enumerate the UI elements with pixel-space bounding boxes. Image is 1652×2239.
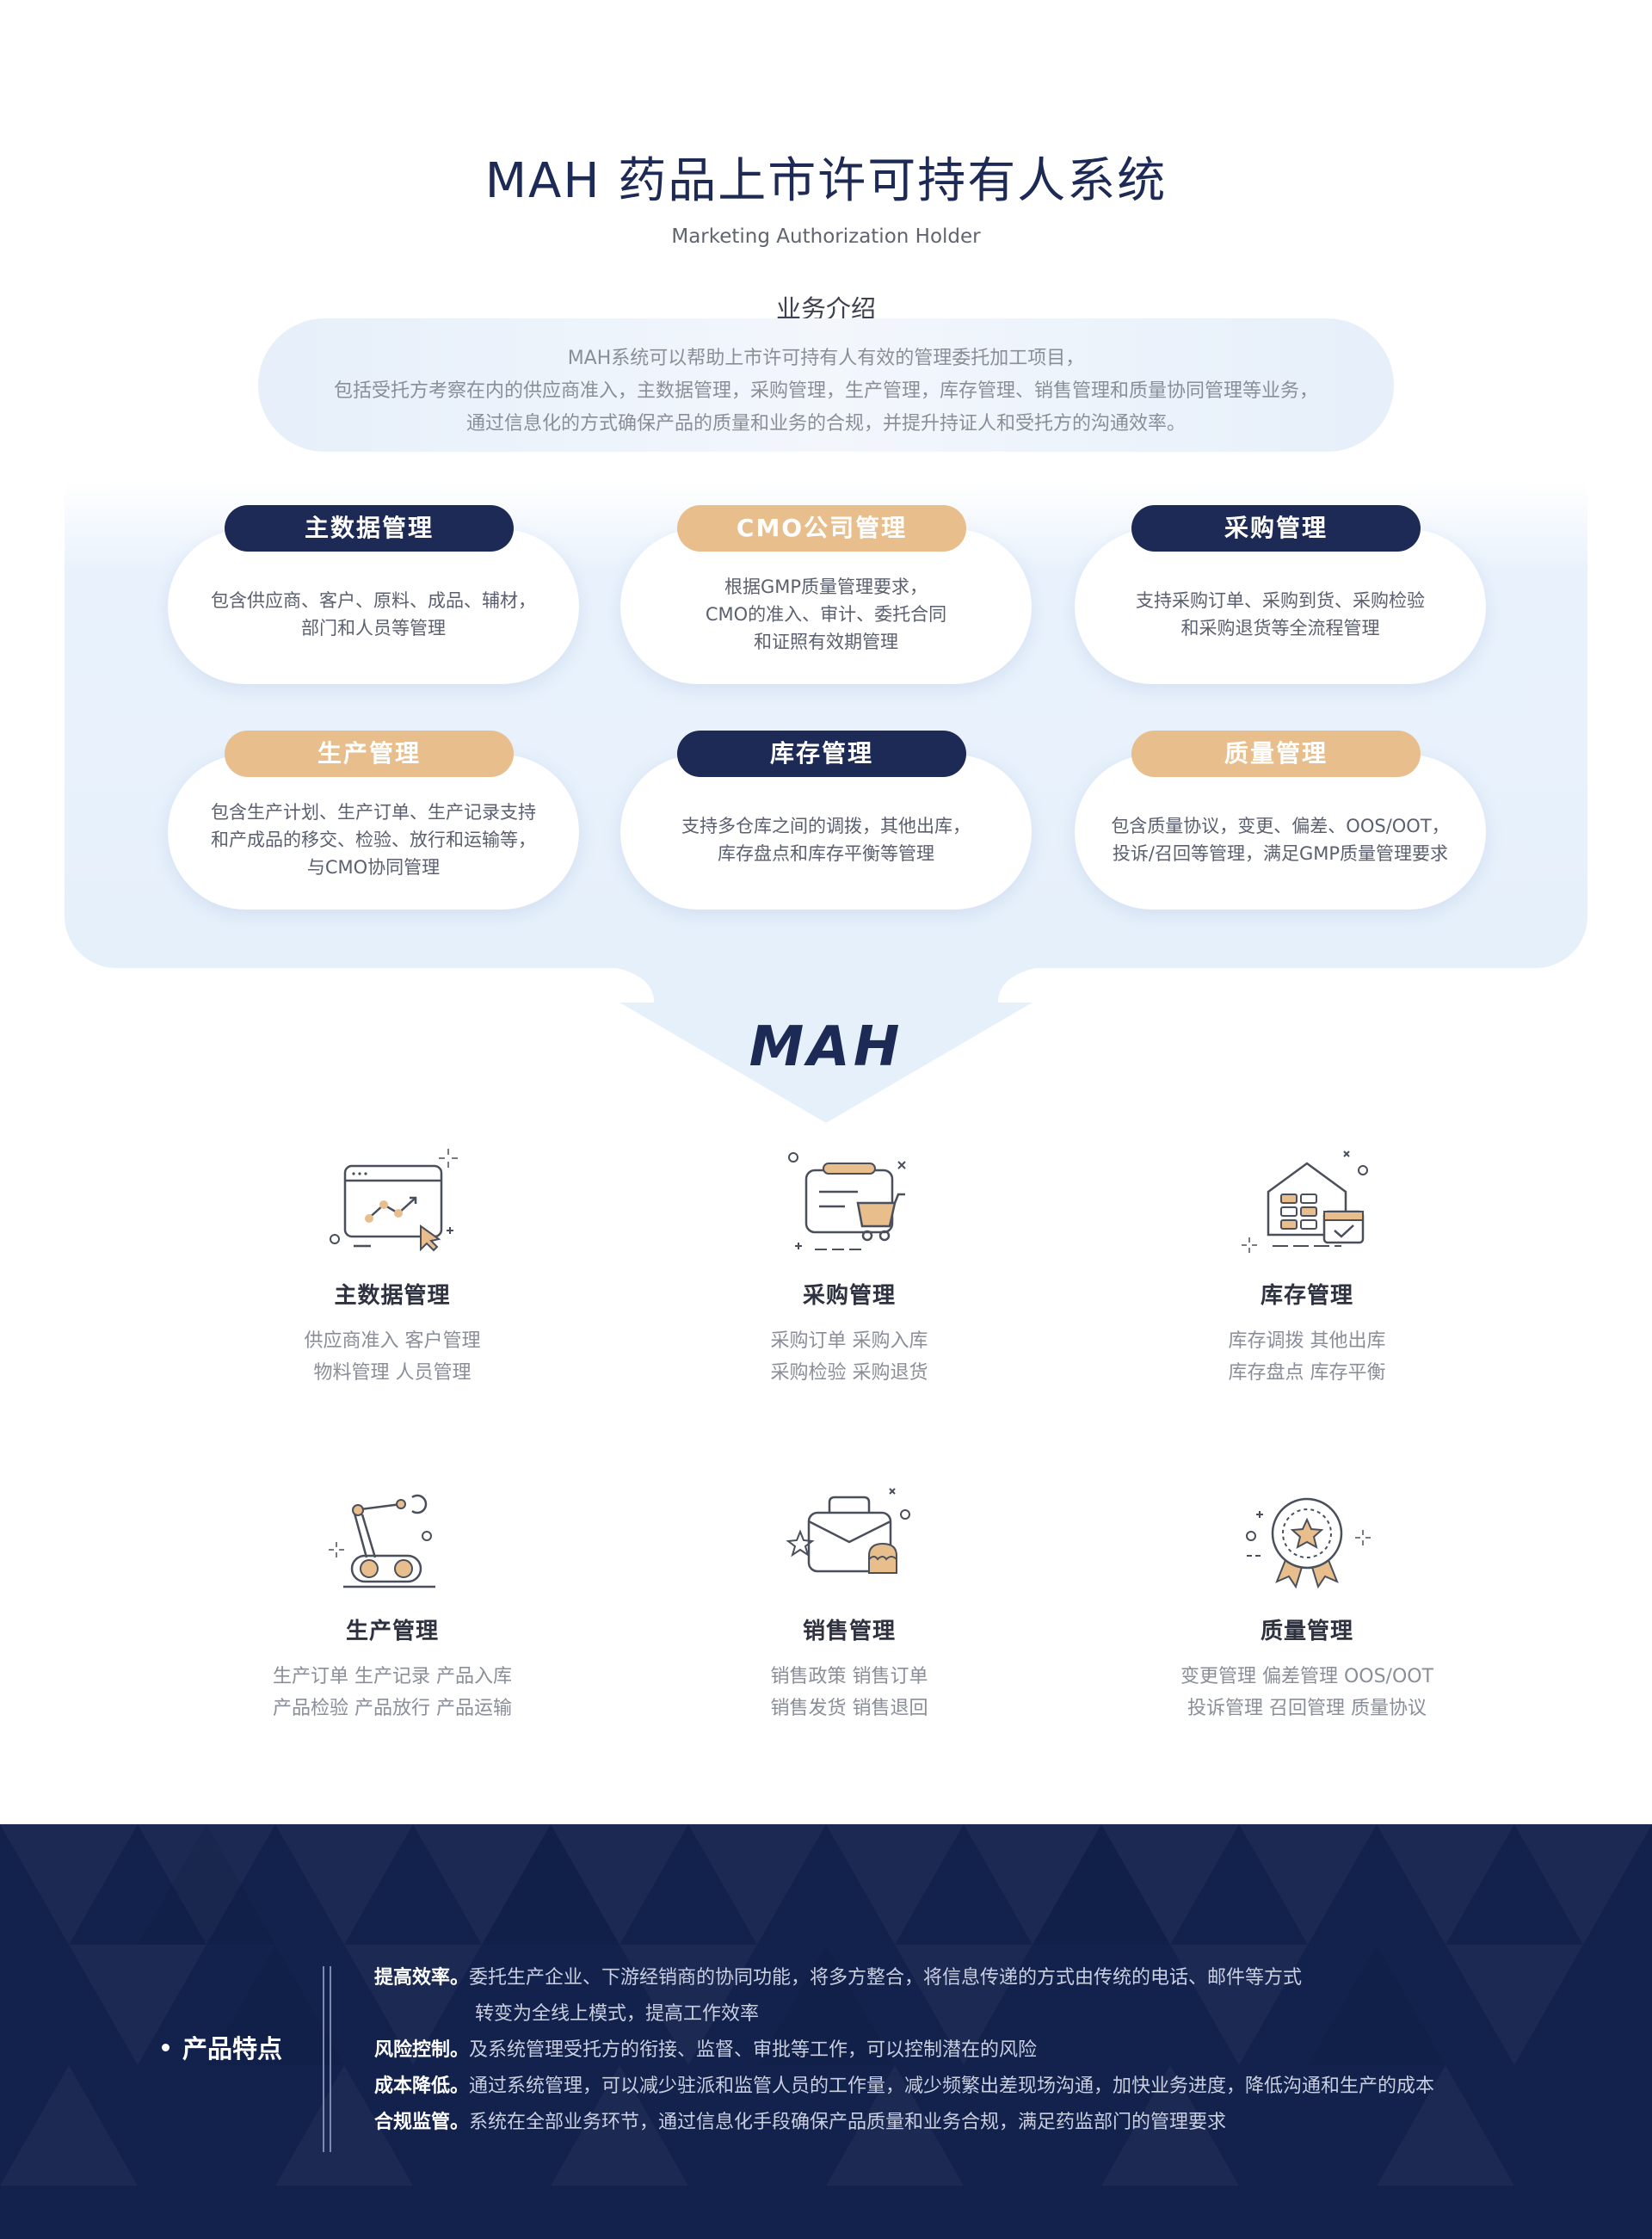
intro-line: 包括受托方考察在内的供应商准入，主数据管理，采购管理，生产管理，库存管理、销售管… xyxy=(333,380,1318,402)
feature-line: 投诉管理 召回管理 质量协议 xyxy=(1187,1698,1427,1719)
intro-box: MAH系统可以帮助上市许可持有人有效的管理委托加工项目， 包括受托方考察在内的供… xyxy=(258,318,1394,452)
module-desc: 包含质量协议，变更、偏差、OOS/OOT， xyxy=(1111,816,1450,836)
module-tag: 生产管理 xyxy=(225,731,514,777)
module-desc: 根据GMP质量管理要求， xyxy=(724,577,928,597)
shopping-cart-icon xyxy=(788,1152,906,1250)
feature-name: 库存管理 xyxy=(1260,1283,1353,1309)
feature-purchase: 采购管理 采购订单 采购入库 采购检验 采购退货 xyxy=(669,1144,1030,1389)
module-desc: 和产成品的移交、检验、放行和运输等， xyxy=(211,830,536,850)
warehouse-icon xyxy=(1242,1150,1368,1253)
feature-line: 采购订单 采购入库 xyxy=(770,1330,928,1352)
feature-text: 及系统管理受托方的衔接、监督、审批等工作，可以控制潜在的风险 xyxy=(469,2039,1038,2061)
feature-line: 库存调拨 其他出库 xyxy=(1228,1330,1386,1352)
feature-key: 提高效率。 xyxy=(374,1967,470,1989)
module-desc: 包含生产计划、生产订单、生产记录支持 xyxy=(211,802,536,823)
feature-key: 风险控制。 xyxy=(374,2039,470,2061)
feature-name: 采购管理 xyxy=(802,1283,896,1309)
module-desc: 部门和人员等管理 xyxy=(301,618,446,638)
module-card-production: 生产管理 包含生产计划、生产订单、生产记录支持 和产成品的移交、检验、放行和运输… xyxy=(168,731,579,910)
module-desc: 支持采购订单、采购到货、采购检验 xyxy=(1136,590,1425,611)
feature-line: 产品检验 产品放行 产品运输 xyxy=(273,1698,512,1719)
module-tag: 库存管理 xyxy=(677,731,966,777)
intro-line: MAH系统可以帮助上市许可持有人有效的管理委托加工项目， xyxy=(567,348,1085,369)
feature-line: 采购检验 采购退货 xyxy=(770,1362,928,1384)
divider-line xyxy=(323,1966,324,2152)
module-desc: 和采购退货等全流程管理 xyxy=(1180,618,1380,638)
module-desc: 支持多仓库之间的调拨，其他出库， xyxy=(681,816,971,836)
module-desc: CMO的准入、审计、委托合同 xyxy=(705,604,947,625)
module-desc: 与CMO协同管理 xyxy=(306,857,441,878)
robot-arm-icon xyxy=(329,1494,435,1588)
module-tag: 采购管理 xyxy=(1131,505,1421,552)
feature-text: 委托生产企业、下游经销商的协同功能，将多方整合，将信息传递的方式由传统的电话、邮… xyxy=(469,1967,1303,1989)
module-card-purchase: 采购管理 支持采购订单、采购到货、采购检验 和采购退货等全流程管理 xyxy=(1075,505,1486,684)
divider-line xyxy=(330,1966,331,2152)
feature-name: 销售管理 xyxy=(802,1619,896,1644)
footer-label-text: 产品特点 xyxy=(182,2034,283,2063)
feature-production: 生产管理 生产订单 生产记录 产品入库 产品检验 产品放行 产品运输 xyxy=(212,1480,573,1724)
feature-key: 合规监管。 xyxy=(374,2112,470,2133)
footer-label: 产品特点 xyxy=(163,2029,282,2065)
mah-logo: MAH xyxy=(749,1015,903,1079)
page-subtitle: Marketing Authorization Holder xyxy=(671,225,981,248)
triangle-pattern xyxy=(138,1824,1446,2065)
module-card-quality: 质量管理 包含质量协议，变更、偏差、OOS/OOT， 投诉/召回等管理，满足GM… xyxy=(1075,731,1486,910)
feature-line: 销售政策 销售订单 xyxy=(770,1666,928,1687)
feature-name: 质量管理 xyxy=(1260,1619,1353,1644)
feature-master-data: 主数据管理 供应商准入 客户管理 物料管理 人员管理 xyxy=(212,1144,573,1389)
module-desc: 和证照有效期管理 xyxy=(754,632,898,652)
module-desc: 库存盘点和库存平衡等管理 xyxy=(718,843,934,864)
feature-quality: 质量管理 变更管理 偏差管理 OOS/OOT 投诉管理 召回管理 质量协议 xyxy=(1126,1480,1488,1724)
module-card-cmo: CMO公司管理 根据GMP质量管理要求， CMO的准入、审计、委托合同 和证照有… xyxy=(620,505,1032,684)
module-card-inventory: 库存管理 支持多仓库之间的调拨，其他出库， 库存盘点和库存平衡等管理 xyxy=(620,731,1032,910)
funnel-arrow-shape xyxy=(602,965,1050,1123)
footer-feature-line: 风险控制。及系统管理受托方的衔接、监督、审批等工作，可以控制潜在的风险 xyxy=(374,2032,1434,2069)
feature-line: 生产订单 生产记录 产品入库 xyxy=(273,1666,512,1687)
feature-sales: 销售管理 销售政策 销售订单 销售发货 销售退回 xyxy=(669,1480,1030,1724)
footer-band xyxy=(0,1824,1652,2239)
module-tag: 质量管理 xyxy=(1131,731,1421,777)
bullet-dot xyxy=(162,2044,170,2051)
feature-key: 成本降低。 xyxy=(374,2076,470,2097)
module-tag: 主数据管理 xyxy=(225,505,514,552)
feature-text: 系统在全部业务环节，通过信息化手段确保产品质量和业务合规，满足药监部门的管理要求 xyxy=(469,2112,1227,2133)
module-card-master-data: 主数据管理 包含供应商、客户、原料、成品、辅材， 部门和人员等管理 xyxy=(168,505,579,684)
sales-bag-icon xyxy=(786,1488,910,1574)
footer-features: 提高效率。委托生产企业、下游经销商的协同功能，将多方整合，将信息传递的方式由传统… xyxy=(374,1960,1434,2141)
feature-line: 供应商准入 客户管理 xyxy=(304,1330,481,1352)
quality-medal-icon xyxy=(1246,1497,1371,1589)
module-tag: CMO公司管理 xyxy=(677,505,966,552)
feature-text: 通过系统管理，可以减少驻派和监管人员的工作量，减少频繁出差现场沟通，加快业务进度… xyxy=(469,2076,1435,2097)
footer-feature-line: 成本降低。通过系统管理，可以减少驻派和监管人员的工作量，减少频繁出差现场沟通，加… xyxy=(374,2069,1434,2105)
page-title: MAH 药品上市许可持有人系统 xyxy=(484,153,1168,209)
intro-line: 通过信息化的方式确保产品的质量和业务的合规，并提升持证人和受托方的沟通效率。 xyxy=(465,413,1186,435)
feature-line: 变更管理 偏差管理 OOS/OOT xyxy=(1180,1666,1434,1687)
footer-feature-line: 转变为全线上模式，提高工作效率 xyxy=(374,1996,1434,2032)
footer-feature-line: 合规监管。系统在全部业务环节，通过信息化手段确保产品质量和业务合规，满足药监部门… xyxy=(374,2105,1434,2141)
data-chart-window-icon xyxy=(330,1149,458,1252)
feature-name: 生产管理 xyxy=(345,1619,439,1644)
module-desc: 包含供应商、客户、原料、成品、辅材， xyxy=(211,590,536,611)
feature-line: 库存盘点 库存平衡 xyxy=(1228,1362,1386,1384)
feature-text: 转变为全线上模式，提高工作效率 xyxy=(475,2003,760,2025)
feature-line: 销售发货 销售退回 xyxy=(770,1698,928,1719)
footer-feature-line: 提高效率。委托生产企业、下游经销商的协同功能，将多方整合，将信息传递的方式由传统… xyxy=(374,1960,1434,1996)
module-desc: 投诉/召回等管理，满足GMP质量管理要求 xyxy=(1112,843,1449,864)
feature-inventory: 库存管理 库存调拨 其他出库 库存盘点 库存平衡 xyxy=(1126,1144,1488,1389)
feature-name: 主数据管理 xyxy=(334,1283,451,1309)
feature-line: 物料管理 人员管理 xyxy=(313,1362,472,1384)
